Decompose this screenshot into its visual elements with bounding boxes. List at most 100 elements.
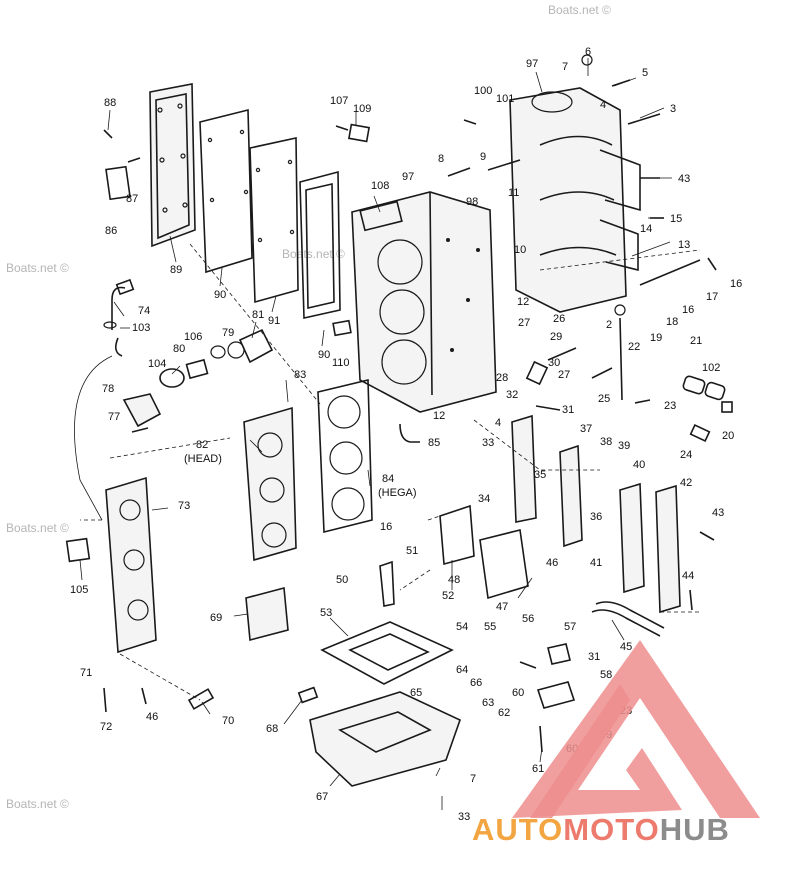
callout-90: 90 [318,349,330,361]
callout-44: 44 [682,570,694,582]
exhaust-cover-plates [105,83,341,319]
callout-104: 104 [148,358,166,370]
callout-70: 70 [222,715,234,727]
callout-82: 82 [196,439,208,451]
callout-97: 97 [402,171,414,183]
watermark: Boats.net © [548,3,611,17]
callout-43: 43 [712,507,724,519]
logo-inner-triangle-icon [530,684,630,818]
callout-60: 60 [512,687,524,699]
callout-81: 81 [252,309,264,321]
callout-23: 23 [664,400,676,412]
watermark: Boats.net © [282,247,345,261]
callout-30: 30 [548,357,560,369]
callout-31: 31 [562,404,574,416]
callout-15: 15 [670,213,682,225]
callout-84-hega: (HEGA) [378,487,417,499]
callout-36: 36 [590,511,602,523]
callout-2: 2 [606,319,612,331]
callout-45: 45 [620,641,632,653]
callout-17: 17 [706,291,718,303]
callout-50: 50 [336,574,348,586]
plate-91 [249,137,299,304]
callout-33: 33 [458,811,470,823]
cylinder-block [351,191,497,413]
callout-73: 73 [178,500,190,512]
callout-51: 51 [406,545,418,557]
callout-110: 110 [332,357,350,369]
callout-22: 22 [628,341,640,353]
callout-98: 98 [466,196,478,208]
callout-100: 100 [474,85,492,97]
callout-32: 32 [506,389,518,401]
callout-83: 83 [294,369,306,381]
adapter-plate-67 [309,691,461,787]
callout-10: 10 [514,244,526,256]
callout-26: 26 [553,313,565,325]
automotohub-logo [512,640,760,818]
callout-46: 46 [146,711,158,723]
callout-48: 48 [448,574,460,586]
callout-33: 33 [482,437,494,449]
callout-38: 38 [600,436,612,448]
callout-9: 9 [480,151,486,163]
transfer-covers [379,414,715,637]
callout-16: 16 [682,304,694,316]
callout-18: 18 [666,316,678,328]
watermark: Boats.net © [6,797,69,811]
callout-8: 8 [438,153,444,165]
callout-20: 20 [722,430,734,442]
dashed-leaders [74,243,701,701]
logo-text-moto: MOTO [563,812,660,847]
cover-plate-89 [149,83,196,248]
callout-28: 28 [496,372,508,384]
callout-6: 6 [585,46,591,58]
callout-leaders [79,58,672,810]
callout-7: 7 [562,61,568,73]
callout-31: 31 [588,651,600,663]
callout-40: 40 [633,459,645,471]
lower-parts [103,586,576,787]
gasket-90b [299,170,341,319]
callout-102: 102 [702,362,720,374]
callout-53: 53 [320,607,332,619]
callout-29: 29 [550,331,562,343]
callout-89: 89 [170,264,182,276]
callout-68: 68 [266,723,278,735]
callout-82-head: (HEAD) [184,453,222,465]
callout-88: 88 [104,97,116,109]
callout-41: 41 [590,557,602,569]
cylinder-head-82 [243,406,297,562]
callout-97: 97 [526,58,538,70]
callout-56: 56 [522,613,534,625]
callout-69: 69 [210,612,222,624]
cylinder-heads [243,378,420,562]
watermark: Boats.net © [6,521,69,535]
callout-43: 43 [678,173,690,185]
callout-78: 78 [102,383,114,395]
watermark: Boats.net © [6,261,69,275]
callout-65: 65 [410,687,422,699]
callout-105: 105 [70,584,88,596]
callout-107: 107 [330,95,348,107]
callout-7: 7 [470,773,476,785]
logo-wordmark: AUTOMOTOHUB [472,812,730,848]
logo-text-hub: HUB [659,812,730,847]
callout-19: 19 [650,332,662,344]
callout-106: 106 [184,331,202,343]
gasket-90 [199,108,253,274]
callout-27: 27 [558,369,570,381]
callout-91: 91 [268,315,280,327]
callout-5: 5 [642,67,648,79]
cover-73 [65,476,157,654]
callout-84: 84 [382,473,394,485]
thermostat-group [103,278,274,433]
callout-16: 16 [730,278,742,290]
head-gasket-84 [317,378,373,534]
callout-61: 61 [532,763,544,775]
callout-25: 25 [598,393,610,405]
callout-66: 66 [470,677,482,689]
callout-46: 46 [546,557,558,569]
callout-74: 74 [138,305,150,317]
